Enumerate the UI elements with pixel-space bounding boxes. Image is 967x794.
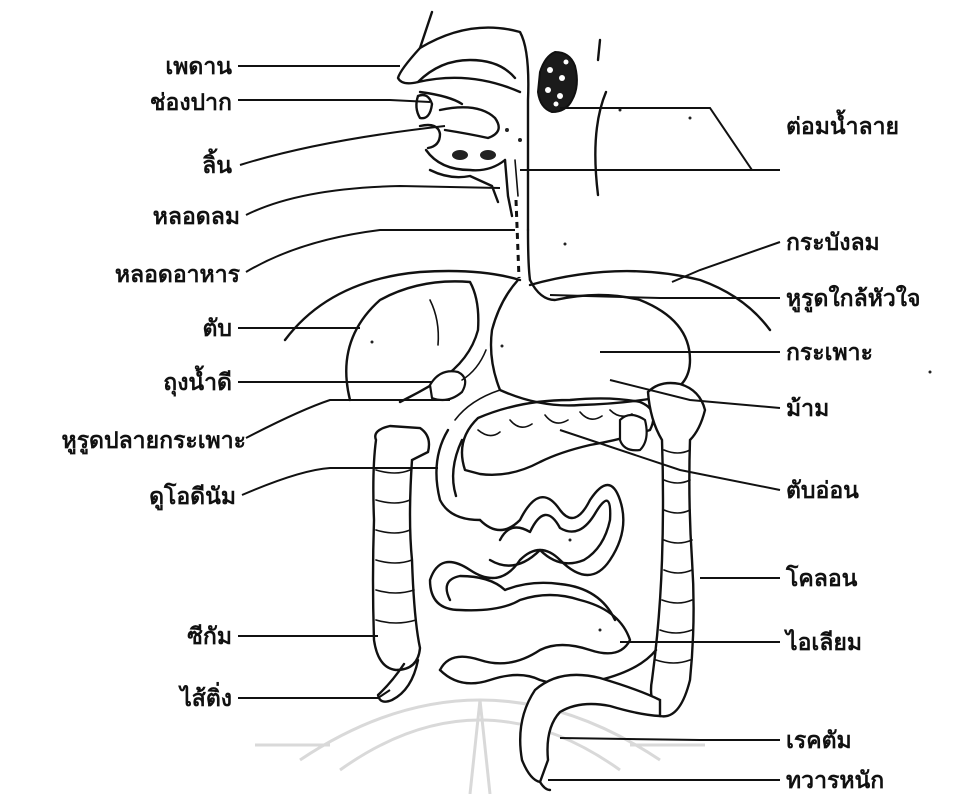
label-spleen: ม้าม bbox=[786, 396, 829, 422]
diaphragm-shape bbox=[285, 271, 770, 340]
label-palate: เพดาน bbox=[165, 54, 232, 80]
duodenum-shape bbox=[436, 430, 480, 520]
label-colon: โคลอน bbox=[785, 564, 858, 592]
label-liver: ตับ bbox=[202, 316, 232, 342]
rectum-shape bbox=[520, 675, 660, 790]
label-duodenum: ดูโอดีนัม bbox=[149, 482, 236, 511]
label-trachea: หลอดลม bbox=[153, 204, 240, 230]
label-appendix: ไส้ติ่ง bbox=[177, 681, 232, 712]
label-gallbladder: ถุงน้ำดี bbox=[163, 365, 232, 397]
label-rectum: เรคตัม bbox=[786, 728, 852, 754]
small-intestine bbox=[430, 485, 656, 685]
label-cardiac: หูรูดใกล้หัวใจ bbox=[786, 284, 921, 313]
label-anus: ทวารหนัก bbox=[786, 768, 884, 794]
label-pylorus: หูรูดปลายกระเพาะ bbox=[62, 428, 246, 455]
ascending-colon bbox=[373, 426, 429, 670]
gallbladder-shape bbox=[430, 350, 486, 400]
label-esophagus: หลอดอาหาร bbox=[115, 262, 241, 288]
label-pancreas: ตับอ่อน bbox=[786, 478, 859, 504]
label-mouth: ช่องปาก bbox=[150, 90, 232, 116]
label-tongue: ลิ้น bbox=[202, 148, 232, 179]
label-diaphragm: กระบังลม bbox=[786, 230, 880, 256]
head-outline bbox=[398, 12, 606, 230]
salivary-gland bbox=[538, 52, 577, 112]
labels-left: เพดาน ช่องปาก ลิ้น หลอดลม หลอดอาหาร ตับ … bbox=[62, 54, 246, 712]
label-cecum: ซีกัม bbox=[187, 624, 232, 650]
label-stomach: กระเพาะ bbox=[786, 340, 873, 366]
label-ileum: ไอเลียม bbox=[783, 628, 862, 656]
descending-colon bbox=[620, 383, 705, 716]
labels-right: ต่อมน้ำลาย กระบังลม หูรูดใกล้หัวใจ กระเพ… bbox=[783, 109, 921, 794]
label-salivary: ต่อมน้ำลาย bbox=[786, 109, 899, 140]
